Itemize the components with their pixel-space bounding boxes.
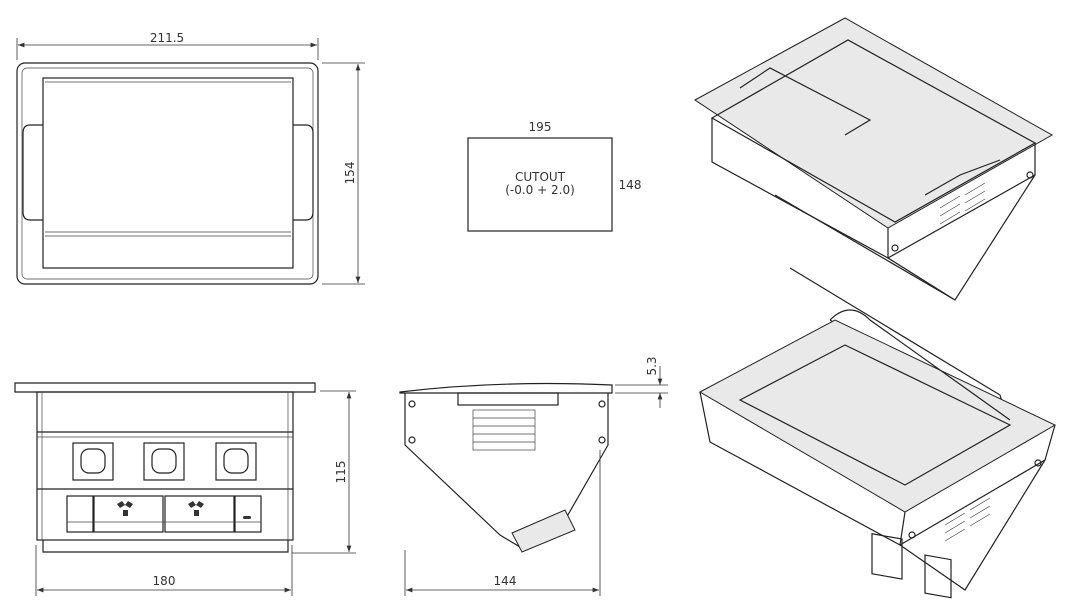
isometric-open-view: [698, 267, 1057, 599]
dim-side-depth: 144: [494, 574, 517, 588]
front-view: 180 115: [14, 382, 356, 596]
side-view: 144 5.3: [399, 356, 668, 596]
dim-front-height: 115: [334, 461, 348, 484]
cutout-label: CUTOUT: [515, 170, 566, 184]
top-view: 211.5 154: [16, 31, 365, 285]
dim-top-height: 154: [343, 162, 357, 185]
dim-cutout-height: 148: [619, 178, 642, 192]
isometric-closed-view: [694, 17, 1054, 301]
dim-cutout-width: 195: [529, 120, 552, 134]
dim-flange-height: 5.3: [645, 356, 659, 375]
cutout-diagram: 195 148 CUTOUT (-0.0 + 2.0): [467, 120, 642, 232]
cutout-tolerance: (-0.0 + 2.0): [505, 183, 575, 197]
data-ports: [72, 442, 257, 481]
handle-right: [293, 124, 314, 221]
dim-top-width: 211.5: [150, 31, 184, 45]
handle-left: [22, 124, 43, 221]
dim-front-width: 180: [153, 574, 176, 588]
power-outlets: [66, 495, 262, 533]
vent-slots: [472, 409, 536, 451]
